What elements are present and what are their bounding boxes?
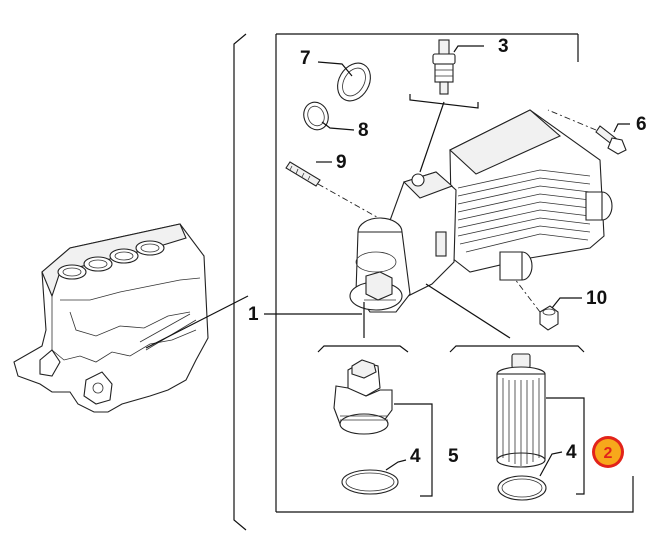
callout-5[interactable]: 5 (448, 446, 459, 467)
lower-right-bracket (449, 345, 585, 353)
leader-lines (264, 45, 630, 497)
callout-10[interactable]: 10 (586, 288, 607, 309)
bolt-6 (595, 125, 627, 155)
assembly-bracket (233, 33, 634, 531)
filter-cap (333, 359, 393, 435)
callout-4-cartridge[interactable]: 4 (566, 442, 577, 463)
stud-bolt-9 (285, 161, 321, 187)
callout-2-highlight[interactable]: 2 (592, 436, 624, 468)
filter-cartridge (496, 353, 546, 468)
highlight-fill (595, 439, 621, 465)
engine-block-illustration (13, 223, 209, 413)
nut-10 (539, 305, 559, 331)
callout-6[interactable]: 6 (636, 114, 647, 135)
cartridge-o-ring (497, 475, 547, 501)
oil-sensor-3 (432, 39, 456, 95)
callout-7[interactable]: 7 (300, 48, 311, 69)
oil-filter-housing-assembly (349, 109, 613, 313)
o-ring-8 (303, 101, 329, 131)
housing-leader-line (425, 283, 511, 339)
callout-9[interactable]: 9 (336, 152, 347, 173)
callout-3[interactable]: 3 (498, 36, 509, 57)
engine-leader-line (145, 295, 249, 349)
cap-o-ring (341, 469, 399, 495)
callout-2[interactable]: 2 (604, 445, 613, 462)
callout-4-cap[interactable]: 4 (410, 446, 421, 467)
callout-8[interactable]: 8 (358, 120, 369, 141)
lower-left-bracket (317, 345, 409, 353)
sensor-bracket (409, 94, 479, 109)
callout-1[interactable]: 1 (248, 304, 259, 325)
seal-ring-7 (337, 62, 371, 102)
